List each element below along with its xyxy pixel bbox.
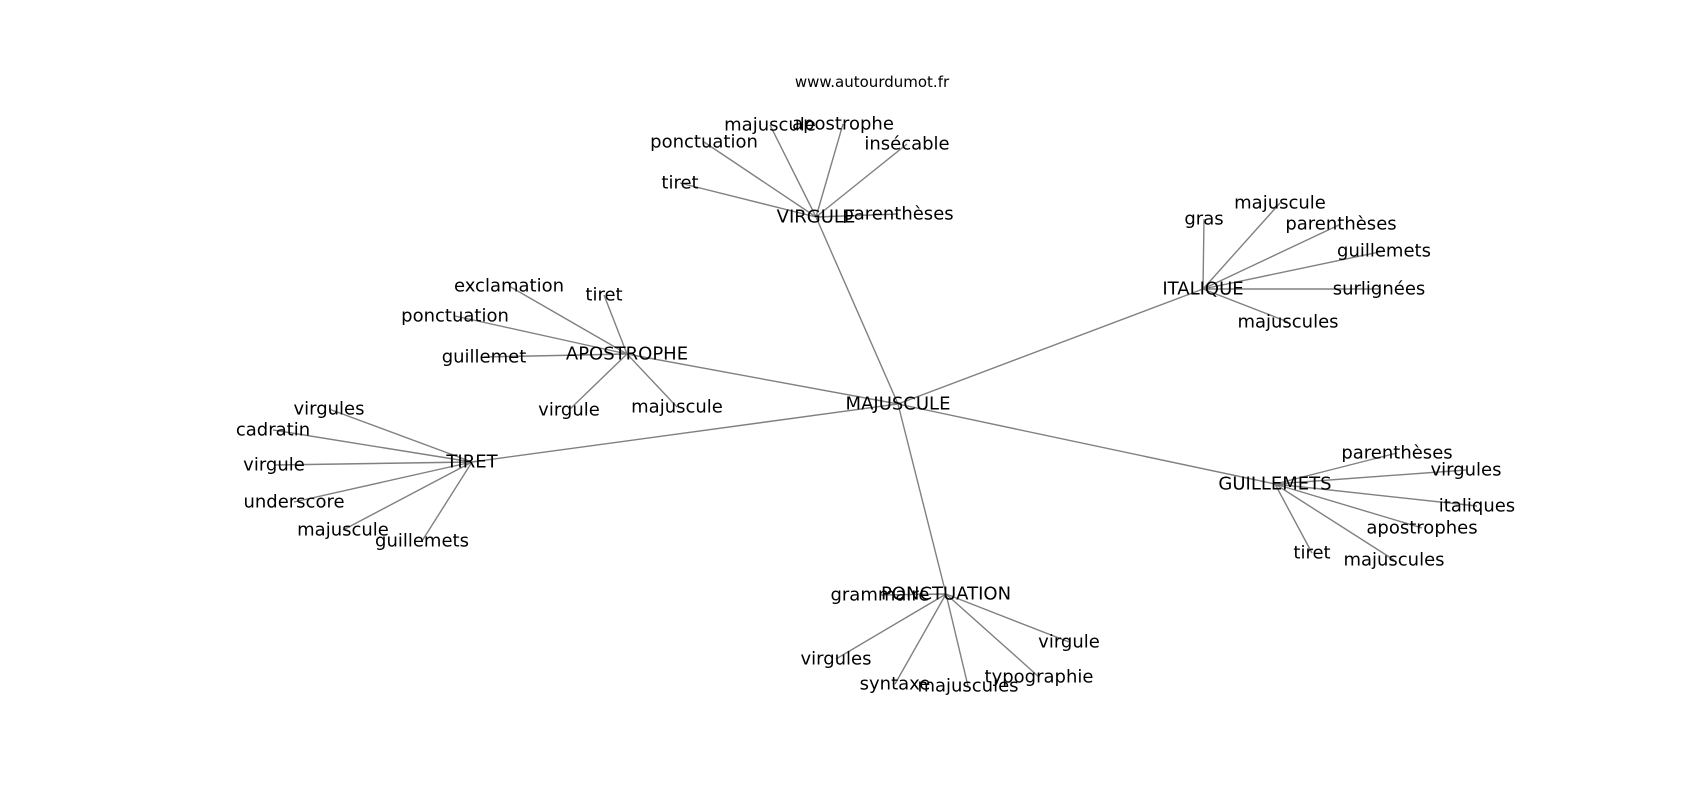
hub-node-apostrophe[interactable]: APOSTROPHE xyxy=(566,344,688,365)
leaf-node-tiret-virgules[interactable]: virgules xyxy=(293,399,364,420)
labels: ponctuationmajusculeapostropheinsécablet… xyxy=(236,114,1515,697)
leaf-node-italique-gras[interactable]: gras xyxy=(1184,209,1223,230)
edge-tiret-majuscule xyxy=(342,461,473,531)
edge-apostrophe-tiret xyxy=(603,294,628,355)
leaf-node-apostrophe-guillemet[interactable]: guillemet xyxy=(442,347,527,368)
edge-tiret-underscore xyxy=(293,461,473,503)
hub-node-italique[interactable]: ITALIQUE xyxy=(1162,279,1243,300)
edge-virgule-parentheses xyxy=(815,213,899,218)
leaf-node-ponctuation-virgule[interactable]: virgule xyxy=(1038,632,1100,653)
leaf-node-tiret-cadratin[interactable]: cadratin xyxy=(236,420,310,441)
edge-virgule-ponctuation xyxy=(703,141,817,218)
edge-apostrophe-majuscule xyxy=(626,353,678,408)
leaf-node-virgule-tiret[interactable]: tiret xyxy=(661,173,698,194)
edges xyxy=(272,123,1478,687)
leaf-node-tiret-guillemets[interactable]: guillemets xyxy=(375,531,469,552)
edge-ponctuation-virgule xyxy=(945,593,1070,643)
leaf-node-guillemets-tiret[interactable]: tiret xyxy=(1293,543,1330,564)
edge-apostrophe-guillemet xyxy=(483,353,628,358)
edge-majuscule-guillemets xyxy=(897,403,1276,485)
edge-virgule-majuscule xyxy=(769,124,817,218)
edge-guillemets-apostrophes xyxy=(1274,483,1423,529)
leaf-node-virgule-parentheses[interactable]: parenthèses xyxy=(842,204,953,225)
edge-guillemets-italiques xyxy=(1274,483,1478,507)
leaf-node-ponctuation-majuscules[interactable]: majuscules xyxy=(917,676,1018,697)
leaf-node-tiret-virgule[interactable]: virgule xyxy=(243,455,305,476)
edge-majuscule-tiret xyxy=(471,403,899,463)
edge-virgule-apostrophe xyxy=(815,123,844,218)
edge-tiret-virgules xyxy=(328,408,473,463)
leaf-node-apostrophe-majuscule[interactable]: majuscule xyxy=(631,397,723,418)
hub-node-tiret[interactable]: TIRET xyxy=(445,452,498,473)
leaf-node-guillemets-parentheses[interactable]: parenthèses xyxy=(1341,443,1452,464)
edge-italique-guillemets xyxy=(1202,250,1385,290)
source-label: www.autourdumot.fr xyxy=(795,73,950,91)
edge-italique-majuscules xyxy=(1202,288,1289,323)
leaf-node-apostrophe-virgule[interactable]: virgule xyxy=(538,400,600,421)
edge-virgule-insecable xyxy=(815,143,908,218)
leaf-node-italique-surlignees[interactable]: surlignées xyxy=(1333,279,1426,300)
leaf-node-virgule-insecable[interactable]: insécable xyxy=(864,134,949,155)
leaf-node-guillemets-virgules[interactable]: virgules xyxy=(1430,460,1501,481)
hub-node-guillemets[interactable]: GUILLEMETS xyxy=(1218,474,1331,495)
leaf-node-italique-majuscules[interactable]: majuscules xyxy=(1237,312,1338,333)
center-node-majuscule[interactable]: MAJUSCULE xyxy=(846,394,951,415)
leaf-node-guillemets-italiques[interactable]: italiques xyxy=(1439,496,1515,517)
leaf-node-italique-majuscule[interactable]: majuscule xyxy=(1234,193,1326,214)
leaf-node-virgule-apostrophe[interactable]: apostrophe xyxy=(792,114,894,135)
leaf-node-guillemets-majuscules[interactable]: majuscules xyxy=(1343,550,1444,571)
edge-majuscule-italique xyxy=(897,288,1204,405)
leaf-node-ponctuation-virgules[interactable]: virgules xyxy=(800,649,871,670)
edge-ponctuation-majuscules xyxy=(945,593,969,687)
edge-italique-parentheses xyxy=(1202,223,1342,290)
edge-italique-gras xyxy=(1202,218,1205,290)
edge-tiret-guillemets xyxy=(421,461,473,542)
edge-ponctuation-virgules xyxy=(835,593,947,660)
leaf-node-tiret-majuscule[interactable]: majuscule xyxy=(297,520,389,541)
leaf-node-virgule-ponctuation[interactable]: ponctuation xyxy=(650,132,758,153)
leaf-node-ponctuation-grammaire[interactable]: grammaire xyxy=(830,585,929,606)
leaf-node-guillemets-apostrophes[interactable]: apostrophes xyxy=(1366,518,1477,539)
leaf-node-apostrophe-ponctuation[interactable]: ponctuation xyxy=(401,306,509,327)
edge-guillemets-parentheses xyxy=(1274,452,1398,485)
leaf-node-apostrophe-exclamation[interactable]: exclamation xyxy=(454,276,564,297)
leaf-node-italique-guillemets[interactable]: guillemets xyxy=(1337,241,1431,262)
edge-tiret-virgule xyxy=(273,461,473,466)
edge-majuscule-virgule xyxy=(815,216,899,405)
edge-tiret-cadratin xyxy=(272,429,473,463)
edge-majuscule-apostrophe xyxy=(626,353,899,405)
leaf-node-italique-parentheses[interactable]: parenthèses xyxy=(1285,214,1396,235)
edge-italique-majuscule xyxy=(1202,202,1281,290)
edge-majuscule-ponctuation xyxy=(897,403,947,595)
edge-virgule-tiret xyxy=(679,182,817,218)
leaf-node-virgule-majuscule[interactable]: majuscule xyxy=(724,115,816,136)
edge-guillemets-tiret xyxy=(1274,483,1313,554)
leaf-node-ponctuation-syntaxe[interactable]: syntaxe xyxy=(860,674,931,695)
edge-guillemets-virgules xyxy=(1274,469,1467,485)
leaf-node-ponctuation-typographie[interactable]: typographie xyxy=(985,667,1094,688)
hub-node-virgule[interactable]: VIRGULE xyxy=(777,207,856,228)
leaf-node-apostrophe-tiret[interactable]: tiret xyxy=(585,285,622,306)
edge-apostrophe-ponctuation xyxy=(454,315,628,355)
hub-node-ponctuation[interactable]: PONCTUATION xyxy=(881,584,1011,605)
edge-ponctuation-grammaire xyxy=(879,593,947,596)
leaf-node-tiret-underscore[interactable]: underscore xyxy=(243,492,344,513)
edge-ponctuation-typographie xyxy=(945,593,1040,678)
edge-apostrophe-exclamation xyxy=(508,285,628,355)
edge-ponctuation-syntaxe xyxy=(894,593,947,685)
edge-guillemets-majuscules xyxy=(1274,483,1395,561)
edge-apostrophe-virgule xyxy=(568,353,628,411)
